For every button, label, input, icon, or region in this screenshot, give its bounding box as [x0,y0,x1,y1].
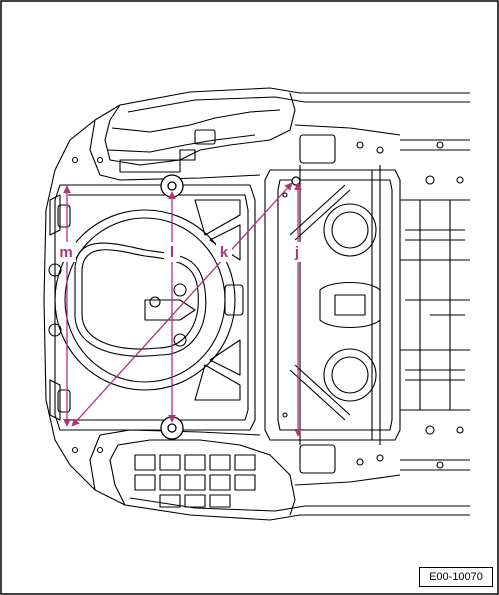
dimension-lines [63,182,302,437]
dimension-line-k [71,182,293,427]
lower-arch-grid [134,454,256,508]
body-outline [43,87,470,521]
upper-arch [104,92,296,166]
label-m: m [59,244,72,261]
label-j: j [294,244,299,261]
vehicle-underbody [43,87,470,521]
mounting-points [160,174,301,440]
figure-reference: E00-10070 [419,567,493,587]
label-k: k [220,244,229,261]
tank-pocket-lower [323,348,377,402]
tank-pocket-upper [323,203,377,257]
label-l: l [170,244,174,261]
mount-point-right [291,176,301,186]
lower-arch [109,439,296,516]
